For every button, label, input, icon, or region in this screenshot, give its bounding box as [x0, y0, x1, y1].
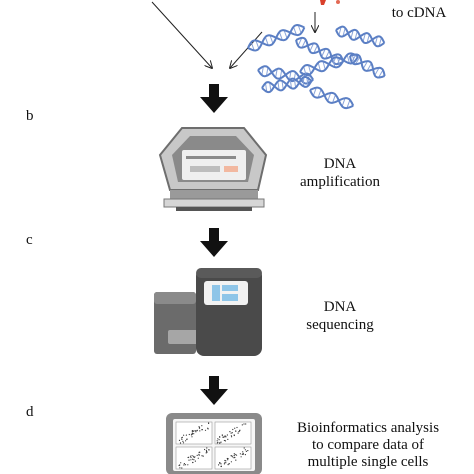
- analysis-caption-line2: to compare data of: [312, 437, 424, 453]
- dna-helix-icon: [247, 24, 386, 110]
- block-arrow-down-3: [200, 376, 228, 405]
- scatter-plot-thumbnails: [175, 421, 252, 470]
- step-label-b: b: [26, 108, 34, 124]
- red-fragment-icon: [320, 0, 326, 5]
- sequencing-caption-line2: sequencing: [306, 317, 374, 333]
- analysis-caption-line3: multiple single cells: [308, 454, 429, 470]
- block-arrow-down-2: [200, 228, 228, 257]
- amplification-caption-line1: DNA: [324, 156, 357, 172]
- sequencing-caption-line1: DNA: [324, 299, 357, 315]
- converging-arrow-left: [151, 1, 212, 68]
- cdna-label: to cDNA: [392, 5, 447, 21]
- block-arrow-down-1: [200, 84, 228, 113]
- analysis-caption-line1: Bioinformatics analysis: [297, 420, 439, 436]
- converging-arrow-right: [230, 31, 263, 68]
- step-label-c: c: [26, 232, 33, 248]
- pcr-machine-icon: [158, 127, 268, 211]
- analysis-monitor-icon: [166, 413, 262, 474]
- red-dot-icon: [336, 0, 340, 4]
- step-label-d: d: [26, 404, 34, 420]
- sequencer-icon: [154, 268, 262, 356]
- amplification-caption-line2: amplification: [300, 174, 380, 190]
